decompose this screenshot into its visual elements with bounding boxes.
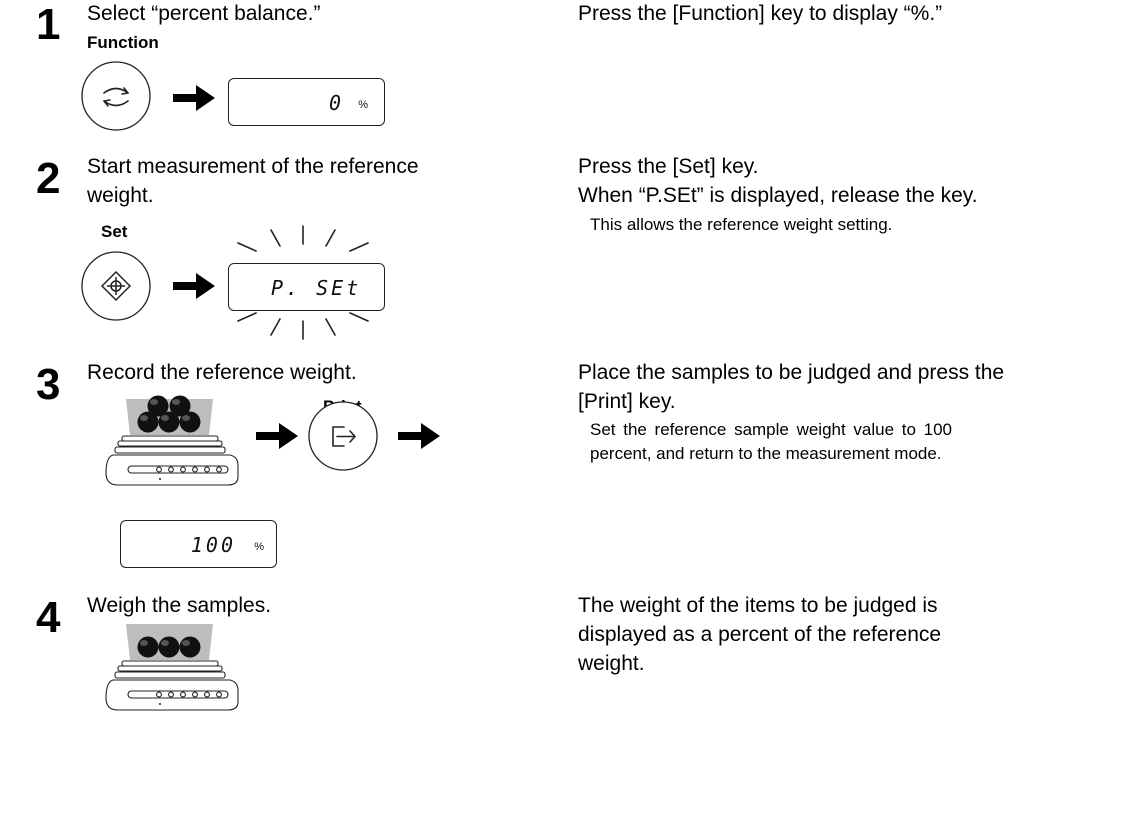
set-key[interactable] [80,250,152,322]
display-value: 0 [328,91,344,115]
step-1-description: Press the [Function] key to display “%.” [578,2,943,25]
step-3-note-line-1: Set the reference sample weight value to… [590,420,952,439]
step-1-title: Select “percent balance.” [87,2,321,25]
cycle-arrows-icon [103,87,129,107]
step-4-description-line-2: displayed as a percent of the reference [578,623,942,646]
print-key[interactable] [307,400,379,472]
step-4-description-line-1: The weight of the items to be judged is [578,594,938,617]
step-2-title-line-1: Start measurement of the reference [87,155,419,178]
balance-with-five-samples-icon [105,395,239,486]
balance-display: 0 % [228,78,385,126]
function-key-label: Function [87,33,159,52]
display-unit: % [254,541,264,553]
diamond-crosshair-icon [100,270,132,302]
step-2-title-line-2: weight. [87,184,154,207]
step-4-title: Weigh the samples. [87,594,272,617]
step-4-description-line-3: weight. [578,652,645,675]
step-3-description-line-1: Place the samples to be judged and press… [578,361,1005,384]
balance-with-three-samples-icon [105,624,239,711]
step-4-number: 4 [36,593,61,642]
function-key[interactable] [80,60,152,132]
step-3-number: 3 [36,360,61,409]
balance-display: P. SEt [228,263,385,311]
set-key-label: Set [101,222,128,241]
step-2-number: 2 [36,154,61,203]
step-3-note-line-2: percent, and return to the measurement m… [590,444,942,463]
print-output-icon [332,426,356,447]
step-3-title: Record the reference weight. [87,361,357,384]
step-1-number: 1 [36,0,61,49]
arrow-right-icon [398,423,440,449]
step-2-note: This allows the reference weight setting… [590,215,893,234]
display-value: P. SEt [271,276,362,300]
display-value: 100 [190,533,236,557]
arrow-right-icon [173,85,215,111]
arrow-right-icon [173,273,215,299]
display-unit: % [358,99,368,111]
flashing-indicator-icon [237,225,369,340]
step-2-description-line-2: When “P.SEt” is displayed, release the k… [578,184,978,207]
balance-display: 100 % [120,520,277,568]
arrow-right-icon [256,423,298,449]
step-2-description-line-1: Press the [Set] key. [578,155,759,178]
step-3-description-line-2: [Print] key. [578,390,676,413]
